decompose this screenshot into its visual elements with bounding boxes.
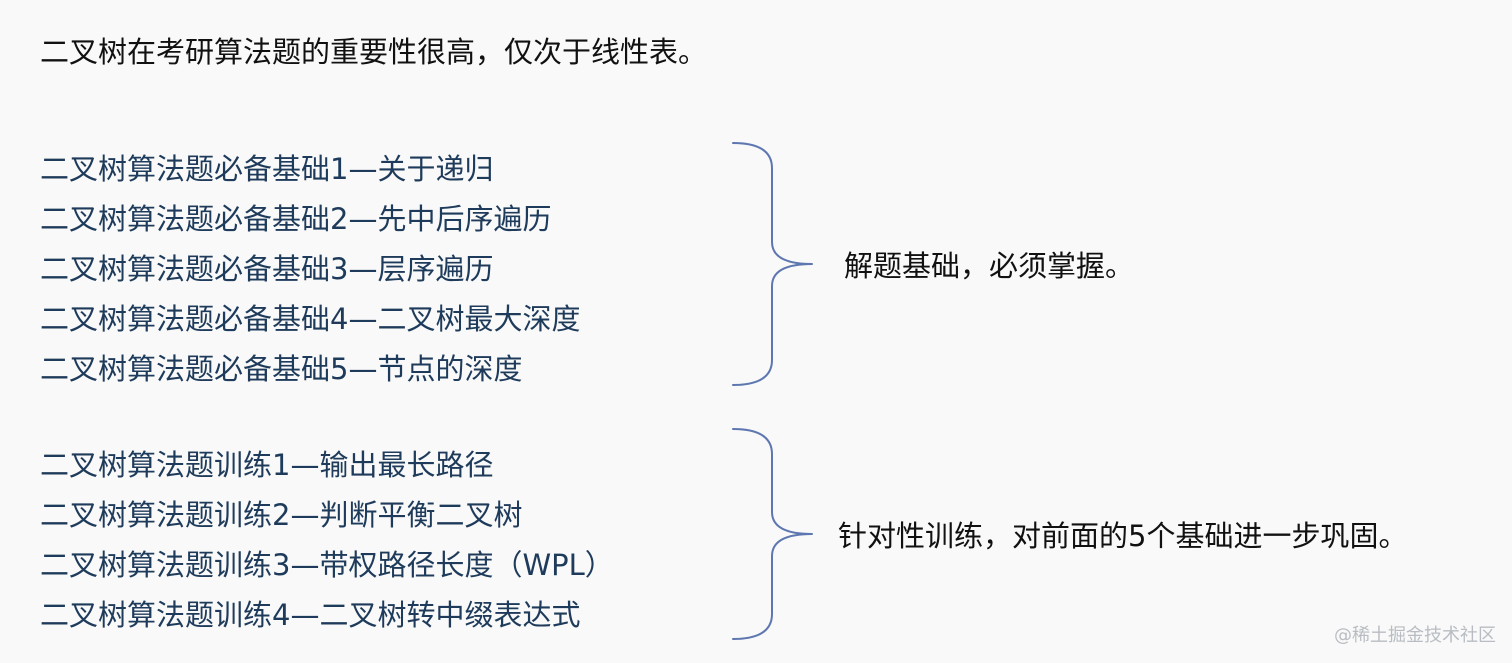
training-note: 针对性训练，对前面的5个基础进一步巩固。 [838,519,1408,553]
basics-note: 解题基础，必须掌握。 [844,249,1135,283]
basics-topic-item: 二叉树算法题必备基础1—关于递归 [40,152,494,186]
basics-topic-item: 二叉树算法题必备基础5—节点的深度 [40,352,523,386]
training-topic-list: 二叉树算法题训练1—输出最长路径 二叉树算法题训练2—判断平衡二叉树 二叉树算法… [40,440,614,640]
basics-topic-item: 二叉树算法题必备基础2—先中后序遍历 [40,202,552,236]
training-topic-item: 二叉树算法题训练2—判断平衡二叉树 [40,498,523,532]
basics-brace [732,142,813,386]
basics-topic-item: 二叉树算法题必备基础4—二叉树最大深度 [40,302,581,336]
watermark: @稀土掘金技术社区 [1334,625,1496,646]
training-topic-item: 二叉树算法题训练4—二叉树转中缀表达式 [40,598,581,632]
basics-topic-item: 二叉树算法题必备基础3—层序遍历 [40,252,494,286]
intro-text: 二叉树在考研算法题的重要性很高，仅次于线性表。 [40,35,708,69]
training-topic-item: 二叉树算法题训练3—带权路径长度（WPL） [40,548,614,582]
training-topic-item: 二叉树算法题训练1—输出最长路径 [40,448,494,482]
training-brace [732,428,813,640]
basics-topic-list: 二叉树算法题必备基础1—关于递归 二叉树算法题必备基础2—先中后序遍历 二叉树算… [40,144,580,394]
